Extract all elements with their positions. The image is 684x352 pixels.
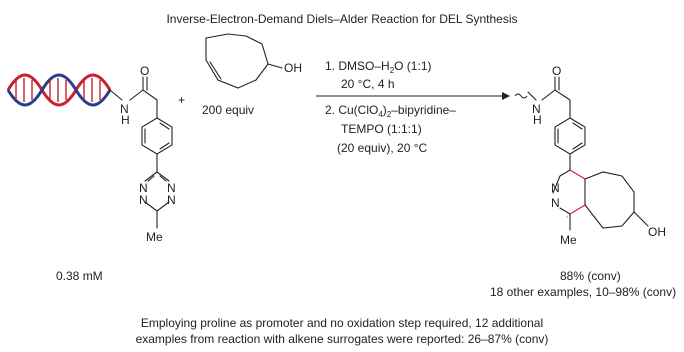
atom-N-pz1: N xyxy=(551,181,560,195)
svg-text:2. Cu(ClO4)2–bipyridine–: 2. Cu(ClO4)2–bipyridine– xyxy=(325,103,456,119)
svg-text:1. DMSO–H2O (1:1): 1. DMSO–H2O (1:1) xyxy=(325,59,431,75)
atom-N-tz4: N xyxy=(139,193,148,207)
product-examples: 18 other examples, 10–98% (conv) xyxy=(490,285,676,299)
svg-text:TEMPO (1:1:1): TEMPO (1:1:1) xyxy=(341,122,422,136)
svg-text:(20 equiv), 20 °C: (20 equiv), 20 °C xyxy=(337,141,428,155)
reaction-conditions: 1. DMSO–H2O (1:1) 20 °C, 4 h 2. Cu(ClO4)… xyxy=(325,59,456,155)
tetrazine-reactant: N H O N N N N Me xyxy=(109,64,176,244)
atom-O-amide: O xyxy=(140,64,149,78)
atom-N-prod: N xyxy=(532,102,541,116)
plus-sign: + xyxy=(178,93,185,107)
atom-OH-tco: OH xyxy=(284,61,302,75)
atom-Me-prod: Me xyxy=(560,233,577,247)
wavy-bond-icon xyxy=(514,93,528,99)
atom-N-tz2: N xyxy=(167,193,176,207)
footer-line-1: Employing proline as promoter and no oxi… xyxy=(141,316,543,330)
reaction-arrow xyxy=(316,92,510,100)
atom-H-prod: H xyxy=(533,113,542,127)
atom-N-tz3: N xyxy=(139,181,148,195)
atom-OH-prod: OH xyxy=(648,225,666,239)
atom-N-tz1: N xyxy=(167,181,176,195)
atom-N-pz2: N xyxy=(551,196,560,210)
reactant2-equiv: 200 equiv xyxy=(202,103,254,117)
svg-text:20 °C, 4 h: 20 °C, 4 h xyxy=(341,77,395,91)
dna-strand-icon xyxy=(6,73,112,107)
cyclooctenol-reactant: OH xyxy=(205,33,302,89)
dihydropyridazine-product: N H O N N Me OH xyxy=(514,64,666,247)
product-yield: 88% (conv) xyxy=(560,269,621,283)
atom-N-amide: N xyxy=(120,102,129,116)
atom-Me-tz: Me xyxy=(146,230,163,244)
reactant1-concentration: 0.38 mM xyxy=(56,269,103,283)
scheme-title: Inverse-Electron-Demand Diels–Alder Reac… xyxy=(166,12,517,26)
atom-H-amide: H xyxy=(121,113,130,127)
footer-line-2: examples from reaction with alkene surro… xyxy=(136,332,549,346)
atom-O-prod: O xyxy=(552,64,561,78)
